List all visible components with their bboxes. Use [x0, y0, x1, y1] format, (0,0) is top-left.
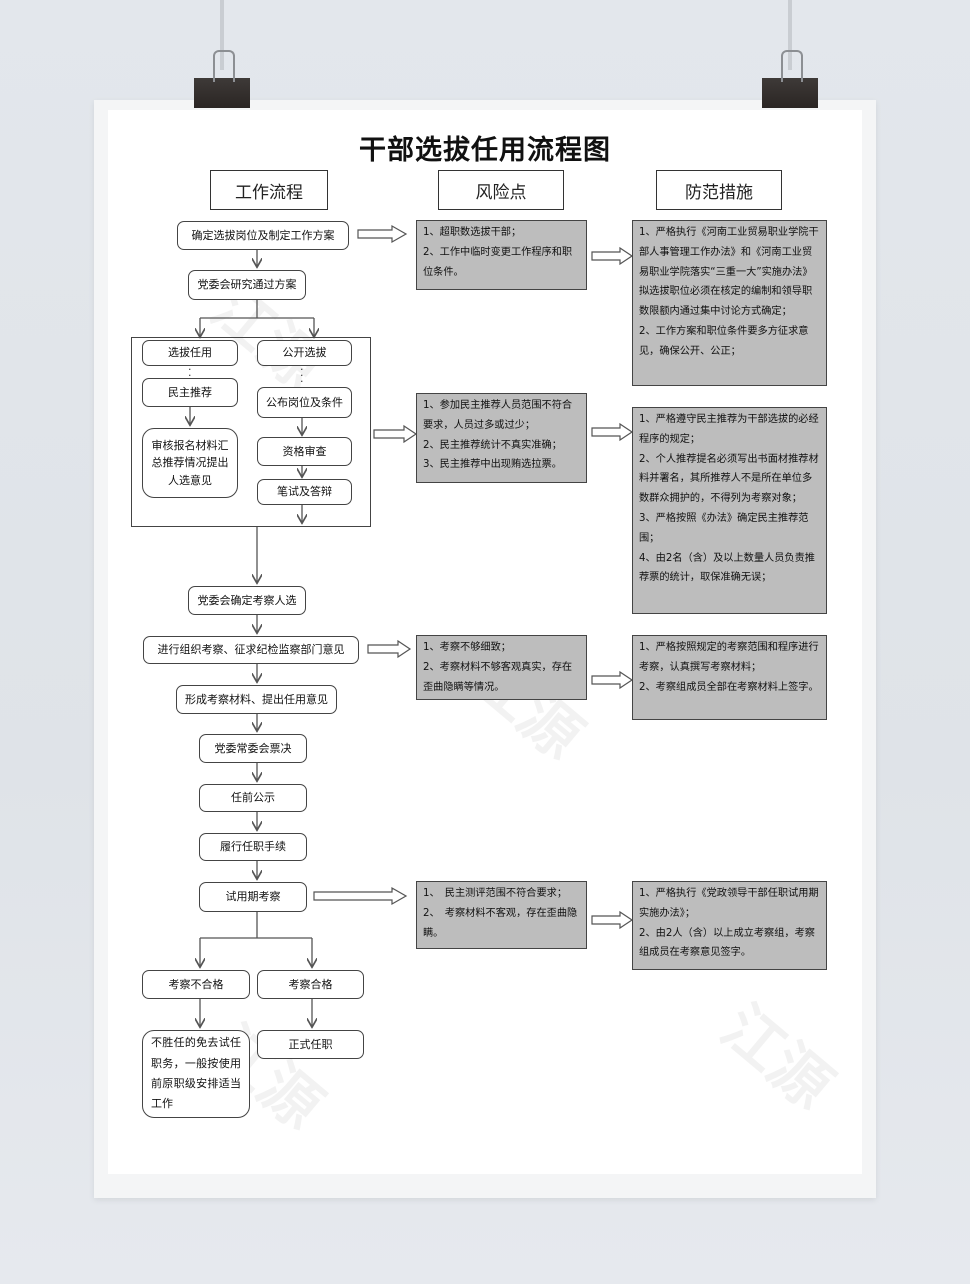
- ellipsis-dots: ···: [300, 363, 304, 388]
- binder-clip-left: [194, 50, 250, 108]
- risk-text: 1、考察不够细致；: [423, 642, 511, 653]
- measure-text: 2、个人推荐提名必须写出书面材推荐材料并署名，其所推荐人不是所在单位多数群众拥护…: [639, 453, 819, 505]
- flow-step-democratic-recommend: 民主推荐: [142, 378, 238, 407]
- measure-text: 2、考察组成员全部在考察材料上签字。: [639, 681, 819, 693]
- measure-text: 1、严格执行《党政领导干部任职试用期实施办法》；: [639, 888, 819, 919]
- page-title: 干部选拔任用流程图: [359, 135, 611, 166]
- measure-box-3: 1、严格按照规定的考察范围和程序进行考察，认真撰写考察材料； 2、考察组成员全部…: [632, 635, 827, 720]
- risk-text: 2、民主推荐统计不真实准确；: [423, 439, 562, 451]
- flow-step-open-selection: 公开选拔: [257, 340, 352, 366]
- flow-step-organization-inspection: 进行组织考察、征求纪检监察部门意见: [143, 636, 359, 664]
- measure-box-1: 1、严格执行《河南工业贸易职业学院干部人事管理工作办法》和《河南工业贸易职业学院…: [632, 220, 827, 386]
- flow-step-publish-position: 公布岗位及条件: [257, 387, 352, 418]
- measure-box-2: 1、严格遵守民主推荐为干部选拔的必经程序的规定； 2、个人推荐提名必须写出书面材…: [632, 407, 827, 614]
- measure-text: 4、由2名（含）及以上数量人员负责推荐票的统计，取保准确无误；: [639, 552, 815, 584]
- flow-step-committee-approve: 党委会研究通过方案: [188, 270, 306, 300]
- risk-text: 1、参加民主推荐人员范围不符合要求，人员过多或过少；: [423, 400, 573, 431]
- column-header-measures: 防范措施: [656, 170, 782, 210]
- flow-step-confirm-candidates: 党委会确定考察人选: [188, 586, 306, 615]
- measure-box-4: 1、严格执行《党政领导干部任职试用期实施办法》； 2、由2人（含）以上成立考察组…: [632, 881, 827, 970]
- column-header-flow: 工作流程: [210, 170, 328, 210]
- hanging-wire-left: [220, 0, 224, 70]
- flow-step-fail-result: 不胜任的免去试任职务，一般按使用前原职级安排适当工作: [142, 1030, 250, 1118]
- flow-step-determine-position: 确定选拔岗位及制定工作方案: [177, 221, 349, 250]
- flow-step-appointment-procedure: 履行任职手续: [199, 833, 307, 861]
- measure-text: 2、由2人（含）以上成立考察组，考察组成员在考察意见签字。: [639, 927, 815, 959]
- measure-text: 3、严格按照《办法》确定民主推荐范围；: [639, 512, 809, 544]
- flow-step-inspection-pass: 考察合格: [257, 970, 364, 999]
- risk-box-3: 1、考察不够细致； 2、考察材料不够客观真实，存在歪曲隐瞒等情况。: [416, 635, 587, 700]
- risk-box-4: 1、 民主测评范围不符合要求； 2、 考察材料不客观，存在歪曲隐瞒。: [416, 881, 587, 949]
- risk-box-1: 1、超职数选拔干部； 2、工作中临时变更工作程序和职位条件。: [416, 220, 587, 290]
- risk-text: 1、超职数选拔干部；: [423, 227, 522, 238]
- measure-text: 2、工作方案和职位条件要多方征求意见，确保公开、公正；: [639, 325, 809, 357]
- binder-clip-right: [762, 50, 818, 108]
- measure-text: 1、严格执行《河南工业贸易职业学院干部人事管理工作办法》和《河南工业贸易职业学院…: [639, 227, 819, 318]
- risk-box-2: 1、参加民主推荐人员范围不符合要求，人员过多或过少； 2、民主推荐统计不真实准确…: [416, 393, 587, 483]
- flow-step-committee-vote: 党委常委会票决: [199, 734, 307, 763]
- risk-text: 2、 考察材料不客观，存在歪曲隐瞒。: [423, 907, 578, 939]
- measure-text: 1、严格遵守民主推荐为干部选拔的必经程序的规定；: [639, 414, 819, 445]
- selection-method-group: [131, 337, 371, 527]
- flow-step-pre-appointment-publicity: 任前公示: [199, 784, 307, 812]
- flow-step-probation-inspection: 试用期考察: [199, 882, 307, 912]
- risk-text: 2、工作中临时变更工作程序和职位条件。: [423, 246, 573, 278]
- flow-step-review-materials: 审核报名材料汇总推荐情况提出人选意见: [142, 428, 238, 498]
- hanging-wire-right: [788, 0, 792, 70]
- flow-step-inspection-material: 形成考察材料、提出任用意见: [176, 685, 337, 714]
- measure-text: 1、严格按照规定的考察范围和程序进行考察，认真撰写考察材料；: [639, 642, 819, 673]
- risk-text: 2、考察材料不够客观真实，存在歪曲隐瞒等情况。: [423, 661, 573, 693]
- risk-text: 3、民主推荐中出现贿选拉票。: [423, 459, 562, 471]
- flow-step-formal-appointment: 正式任职: [257, 1030, 364, 1059]
- flow-step-select-appoint: 选拔任用: [142, 340, 238, 366]
- flow-step-inspection-fail: 考察不合格: [142, 970, 250, 999]
- risk-text: 1、 民主测评范围不符合要求；: [423, 888, 568, 899]
- column-header-risk: 风险点: [438, 170, 564, 210]
- flow-step-exam-defense: 笔试及答辩: [257, 479, 352, 505]
- flow-step-qualification-check: 资格审查: [257, 437, 352, 466]
